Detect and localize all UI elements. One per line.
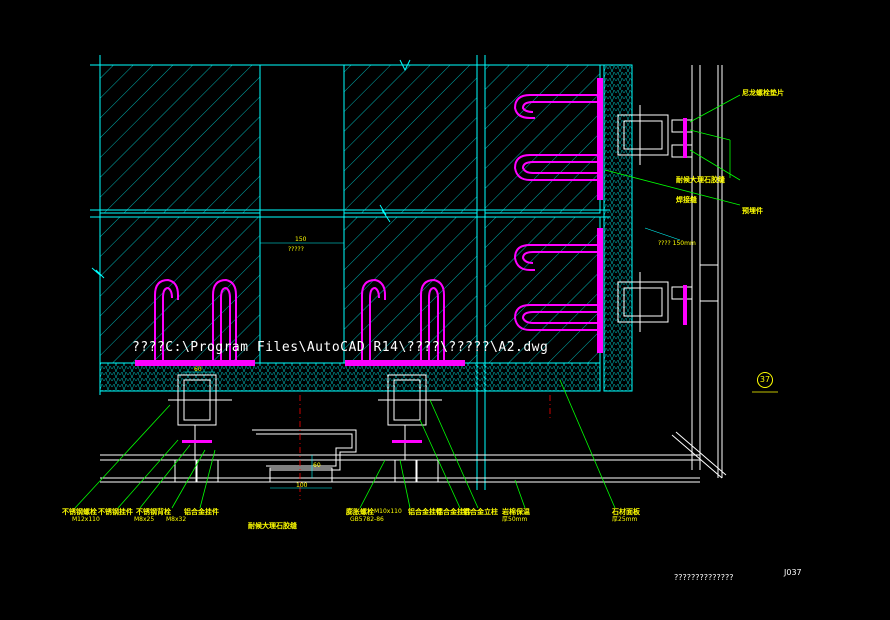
label-ss-hanger-sub: M8x25 [134, 516, 155, 523]
label-rockwool: 岩棉保温 [502, 508, 530, 516]
file-path-text: ????C:\Program Files\AutoCAD R14\????\??… [132, 340, 549, 355]
label-al-column: 铝合金立柱 [463, 508, 498, 516]
label-ss-hanger: 不锈钢挂件 [98, 508, 133, 516]
footer-code: J037 [784, 568, 802, 577]
label-exp-bolt-sub2: GB5782-86 [350, 516, 384, 523]
concrete-wall [99, 64, 601, 364]
axis-lines [299, 395, 551, 500]
label-stone: 石材面板 [612, 508, 640, 516]
label-ss-backbolt-sub: M8x32 [166, 516, 187, 523]
leader-lines [74, 94, 741, 509]
footer-title: ?????????????? [674, 573, 734, 582]
label-stone-sub: 厚25mm [612, 516, 638, 523]
label-ss-bolt-sub: M12x110 [72, 516, 100, 523]
label-al-hanger-1: 铝合金挂件 [184, 508, 219, 516]
wall-outlines [90, 55, 610, 490]
insulation-right [603, 64, 633, 392]
anchor-bolts-right [513, 94, 600, 331]
dim-top-note: ????? [288, 246, 304, 253]
gaskets-bottom [182, 440, 422, 443]
label-ss-backbolt: 不锈钢背栓 [136, 508, 171, 516]
label-nylon-washer: 尼龙螺栓垫片 [742, 89, 784, 97]
label-al-hanger-2: 铝合金挂件 [408, 508, 443, 516]
label-exp-bolt: 膨胀螺栓 [346, 508, 374, 516]
weld-note: ???? 150mm [658, 240, 696, 247]
anchor-bolts-bottom [154, 278, 445, 363]
insulation-bottom [99, 362, 601, 392]
dimension-lines [183, 227, 681, 489]
label-sealant-bottom: 耐候大理石胶缝 [248, 522, 297, 530]
dim-bottom-3: 60 [313, 462, 321, 469]
label-sealant-right: 耐候大理石胶缝 [676, 176, 725, 184]
label-ss-bolt: 不锈钢螺栓 [62, 508, 97, 516]
gaskets-right [683, 118, 687, 325]
label-al-hanger-3: 铝合金挂件 [436, 508, 471, 516]
label-rockwool-sub: 厚50mm [502, 516, 528, 523]
dim-bottom-1: 60 [194, 366, 202, 373]
dim-top: 150 [295, 236, 307, 243]
detail-number-circle: 37 [757, 372, 773, 388]
embed-plates-bottom [135, 360, 465, 366]
label-embed: 预埋件 [742, 207, 763, 215]
label-exp-bolt-sub: M10x110 [374, 508, 402, 515]
aluminum-frame [252, 429, 357, 483]
dim-bottom-2: 100 [296, 482, 308, 489]
label-weld: 焊接缝 [676, 196, 697, 204]
steel-brackets-right [617, 105, 719, 332]
embed-plates-right [597, 78, 603, 353]
